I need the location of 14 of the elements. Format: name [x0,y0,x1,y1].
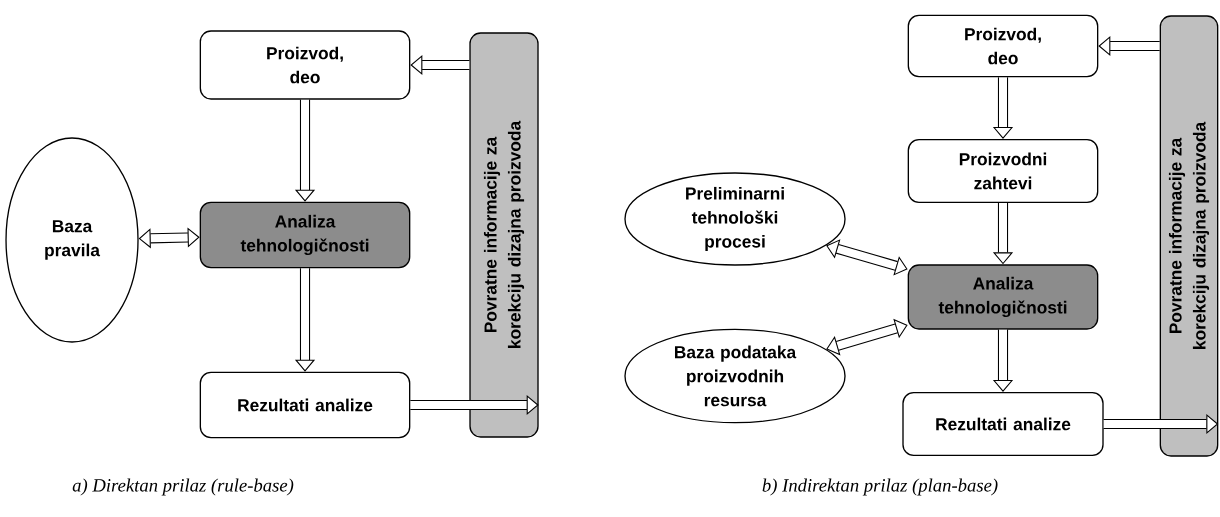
feedback-bar: Povratne informacije za korekciju dizajna proizvoda [1159,15,1219,457]
process-box: Proizvod, deo [199,30,411,100]
arrow [826,239,908,276]
process-box: Analiza tehnologičnosti [907,264,1099,330]
arrow [138,227,200,249]
process-box: Rezultati analize [199,371,411,439]
caption: b) Indirektan prilaz (plan-base) [762,478,998,496]
process-box: Analiza tehnologičnosti [199,201,411,269]
feedback-bar: Povratne informacije za korekciju dizajna proizvoda [469,32,539,438]
arrow [826,318,908,356]
process-box: Rezultati analize [902,392,1104,456]
caption: a) Direktan prilaz (rule-base) [72,478,294,496]
process-box: Proizvodni zahtevi [907,139,1099,203]
process-box: Proizvod, deo [907,14,1099,78]
